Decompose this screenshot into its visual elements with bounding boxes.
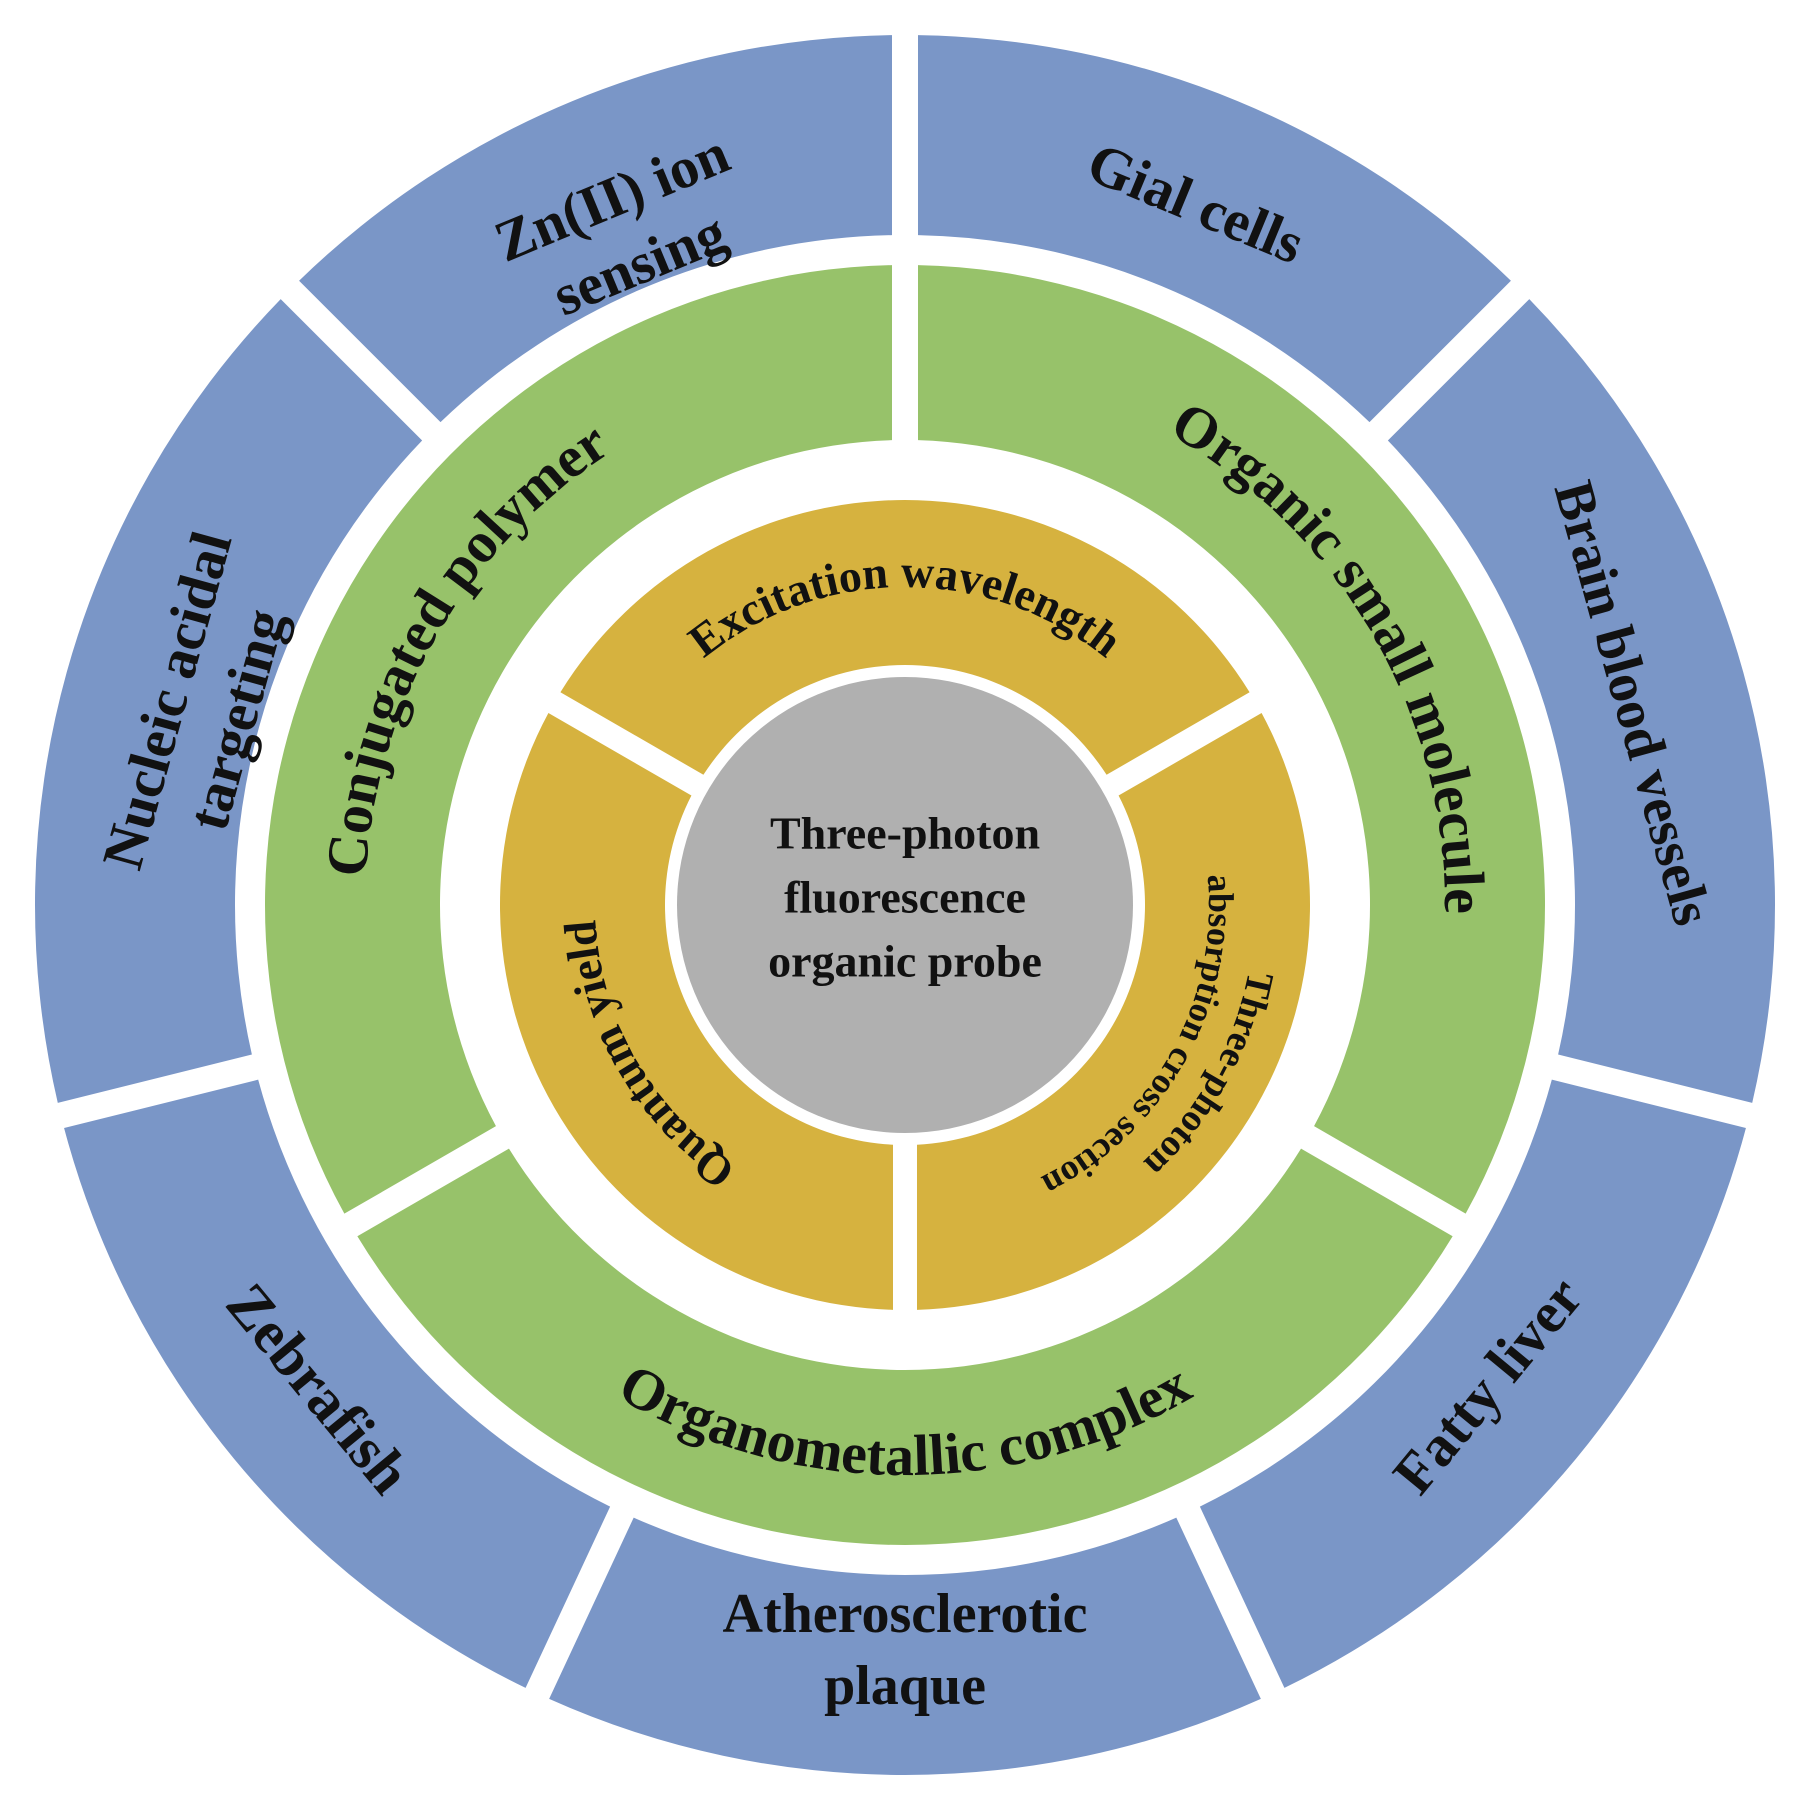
inner-segment-quantum-yield: [500, 712, 894, 1310]
svg-text:organic probe: organic probe: [768, 936, 1042, 987]
center-circle: [677, 677, 1133, 1133]
outer-segment-brain-blood-vessels: [1387, 299, 1775, 1103]
inner-segment-excitation-wavelength: [560, 500, 1250, 775]
svg-text:fluorescence: fluorescence: [784, 872, 1026, 923]
outer-segment-zebrafish: [64, 1079, 611, 1688]
outer-segment-nucleic-acidal-targeting: [34, 299, 423, 1103]
svg-text:Atherosclerotic: Atherosclerotic: [723, 1583, 1088, 1645]
center-label: Three-photon fluorescence organic probe: [768, 808, 1042, 987]
outer-segment-atherosclerotic-plaque: [549, 1517, 1261, 1775]
svg-text:Three-photon: Three-photon: [770, 808, 1040, 859]
middle-segment-organometallic-complex: [357, 1148, 1453, 1545]
middle-segment-organic-small-molecule: [917, 265, 1545, 1214]
outer-label-atherosclerotic-plaque: Atherosclerotic plaque: [723, 1583, 1088, 1717]
svg-text:plaque: plaque: [824, 1655, 986, 1717]
outer-segment-gial-cells: [917, 35, 1511, 423]
middle-segment-conjugated-polymer: [265, 265, 893, 1214]
outer-segment-fatty-liver: [1199, 1079, 1746, 1688]
inner-segment-three-photon-absorption: [916, 712, 1310, 1310]
outer-segment-zn-ion-sensing: [299, 35, 893, 423]
